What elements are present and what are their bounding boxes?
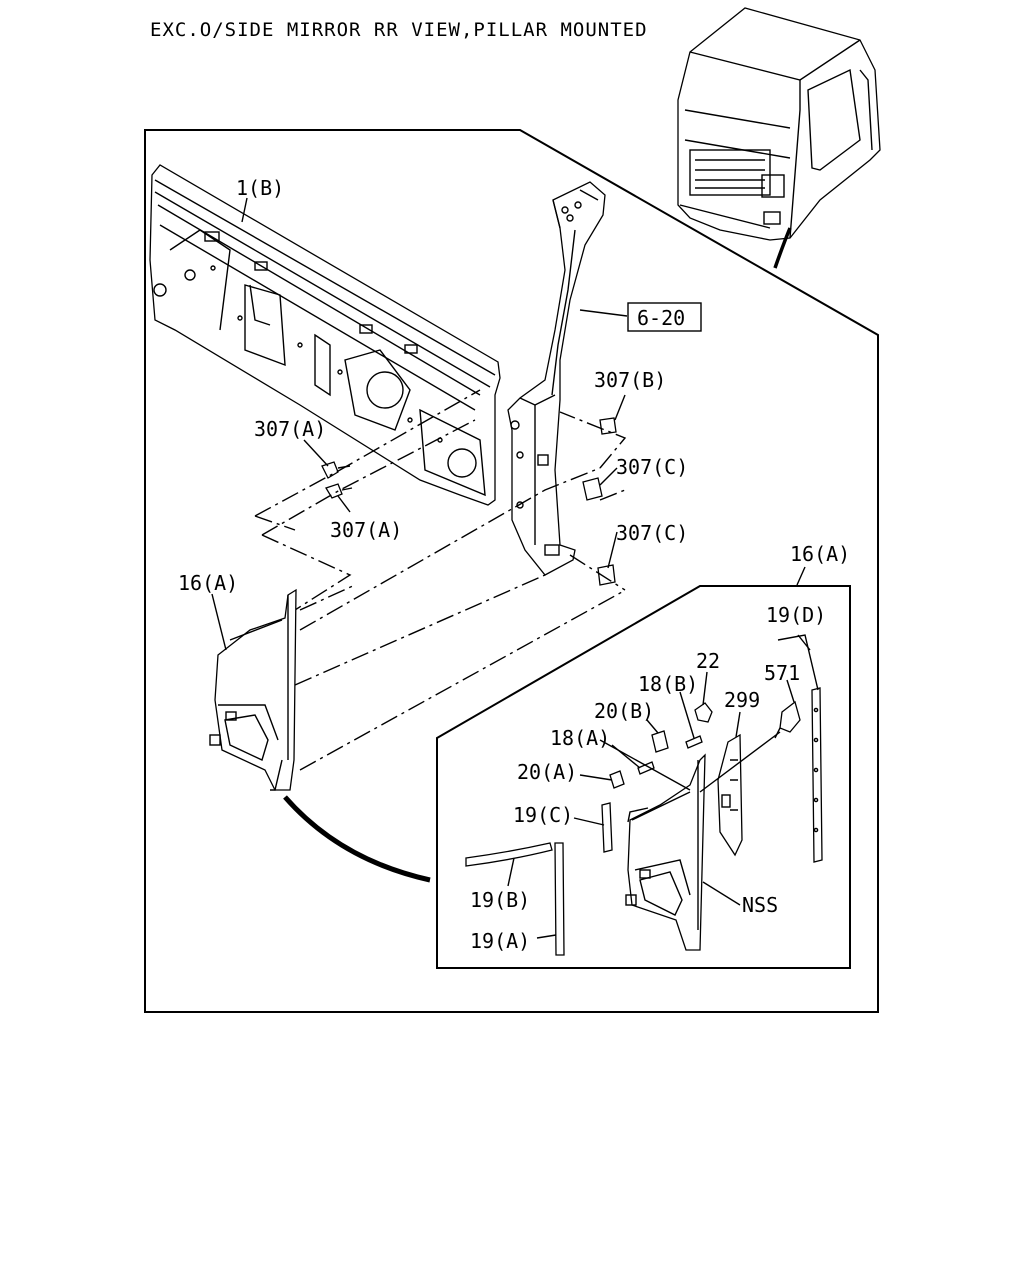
callout-19a: 19(A) [470,929,530,953]
callout-307c-bottom: 307(C) [616,521,688,545]
assembly-reference-lines [254,389,627,771]
callout-22: 22 [696,649,720,673]
weatherstrip-19d-part [811,687,823,863]
callout-307c-top: 307(C) [616,455,688,479]
clip-307a-lower-icon [325,483,353,499]
callout-nss: NSS [742,893,778,917]
strip-19a-part [554,842,565,956]
callout-19b: 19(B) [470,888,530,912]
callout-307a-top: 307(A) [254,417,326,441]
bracket-299-part [717,733,743,857]
clip-18b-icon [685,735,703,749]
callout-1b: 1(B) [236,176,284,200]
clip-18a-icon [637,761,655,775]
detail-callout-arrow [283,795,431,883]
clip-22-icon [694,702,713,723]
bracket-571-icon [774,700,801,739]
callout-18b: 18(B) [638,672,698,696]
clip-307a-upper-icon [321,461,351,479]
callout-18a: 18(A) [550,726,610,750]
clip-20b-icon [651,730,669,753]
callout-299: 299 [724,688,760,712]
callout-307b: 307(B) [594,368,666,392]
callout-16a-right: 16(A) [790,542,850,566]
clip-307c-upper-icon [582,477,603,501]
detail-view-frame [436,585,851,969]
detail-leader-line [699,731,781,793]
strip-19b-part [465,842,553,867]
pillar-trim-16a-left-part [209,588,297,791]
callout-19c: 19(C) [513,803,573,827]
truck-cab-locator-icon [677,7,881,269]
diagram-title: EXC.O/SIDE MIRROR RR VIEW,PILLAR MOUNTED [150,19,648,41]
callout-307a-bottom: 307(A) [330,518,402,542]
strip-19c-part [601,802,613,853]
main-view-frame [144,129,879,1013]
callout-19d: 19(D) [766,603,826,627]
callout-20b: 20(B) [594,699,654,723]
cowl-panel-part [149,164,501,506]
clip-20a-icon [609,770,625,789]
callout-6-20-box: 6-20 [627,302,702,332]
callout-20a: 20(A) [517,760,577,784]
callout-6-20: 6-20 [637,306,685,330]
a-pillar-part [507,181,606,576]
callout-571: 571 [764,661,800,685]
pillar-trim-nss-part [625,753,706,951]
callout-16a-left: 16(A) [178,571,238,595]
callout-leader-lines [211,197,819,939]
clip-307b-icon [599,417,617,435]
